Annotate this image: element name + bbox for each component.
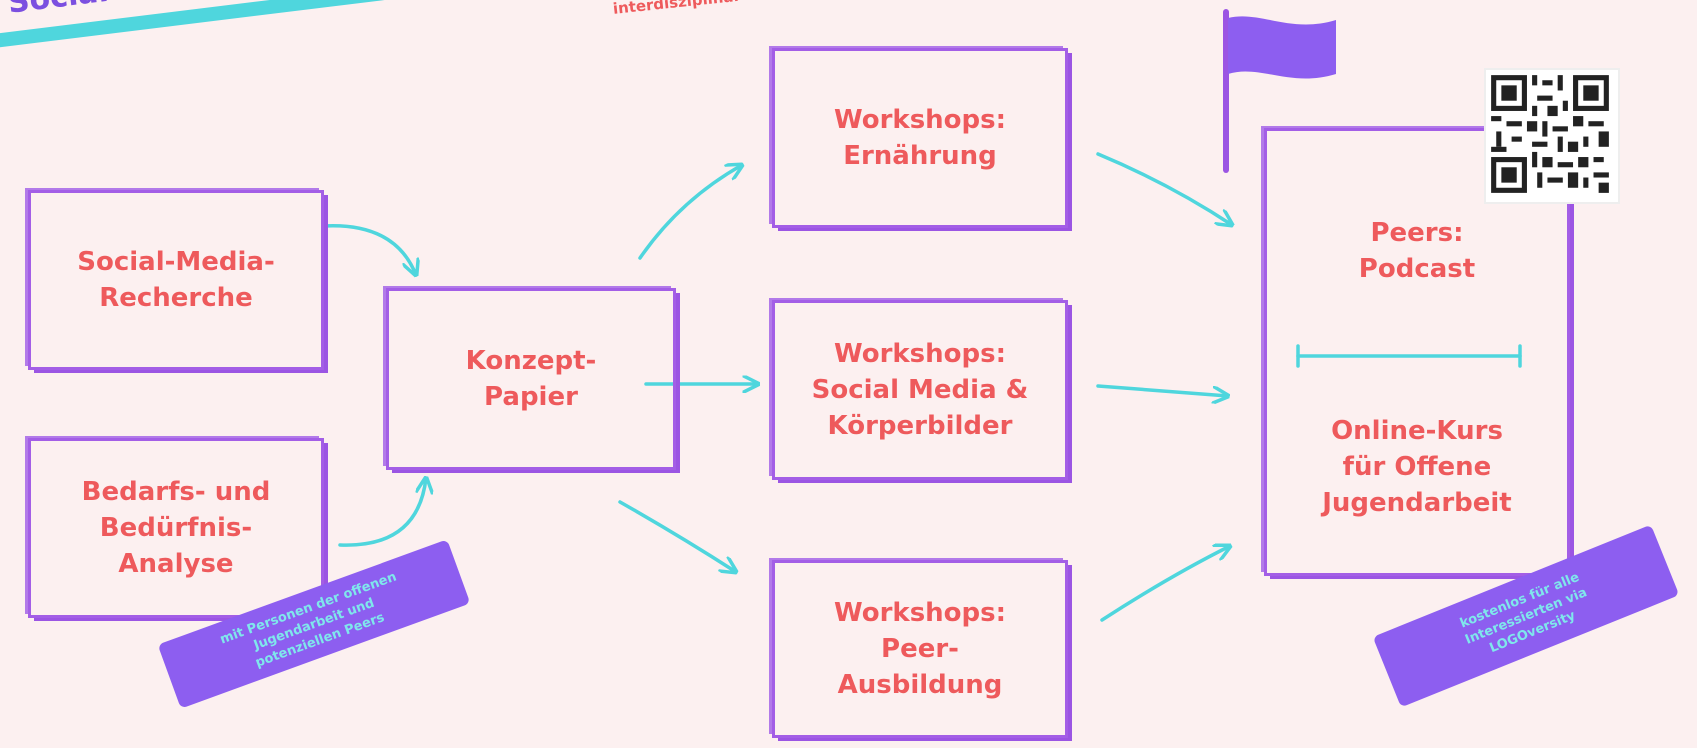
box-label: Workshops: Ernährung xyxy=(833,105,1007,171)
arrow-social-to-course xyxy=(1096,384,1228,396)
box-label: Workshops: Social Media & Körperbilder xyxy=(811,339,1029,441)
course-block: Online-Kurs für Offene Jugendarbeit xyxy=(1267,413,1567,521)
arrow-concept-to-nutrition xyxy=(638,165,742,260)
podcast-label: Peers: Podcast xyxy=(1358,218,1476,284)
arrow-nutrition-to-course xyxy=(1096,152,1232,225)
box-social-media-research: Social-Media- Recherche xyxy=(28,190,324,370)
box-label: Konzept- Papier xyxy=(465,346,597,412)
box-concept-paper: Konzept- Papier xyxy=(386,288,676,470)
box-needs-analysis: Bedarfs- und Bedürfnis- Analyse xyxy=(28,438,324,618)
box-label: Bedarfs- und Bedürfnis- Analyse xyxy=(81,477,271,579)
qr-code-pattern xyxy=(1486,70,1614,198)
qr-code-icon[interactable] xyxy=(1484,68,1620,204)
box-label: Workshops: Peer- Ausbildung xyxy=(833,598,1007,700)
course-label: Online-Kurs für Offene Jugendarbeit xyxy=(1322,416,1512,518)
box-workshop-nutrition: Workshops: Ernährung xyxy=(772,48,1068,228)
flag-icon xyxy=(1223,9,1336,173)
arrow-peer-to-course xyxy=(1100,546,1230,622)
arrow-research-to-concept xyxy=(321,223,416,275)
arrow-concept-to-peer xyxy=(618,500,736,572)
arrow-analysis-to-concept xyxy=(338,478,426,547)
box-workshop-peer-training: Workshops: Peer- Ausbildung xyxy=(772,560,1068,738)
podcast-block: Peers: Podcast xyxy=(1267,215,1567,287)
box-workshop-social-media: Workshops: Social Media & Körperbilder xyxy=(772,300,1068,480)
box-label: Social-Media- Recherche xyxy=(77,247,275,313)
box-outcomes: Peers: Podcast Online-Kurs für Offene Ju… xyxy=(1264,128,1570,576)
